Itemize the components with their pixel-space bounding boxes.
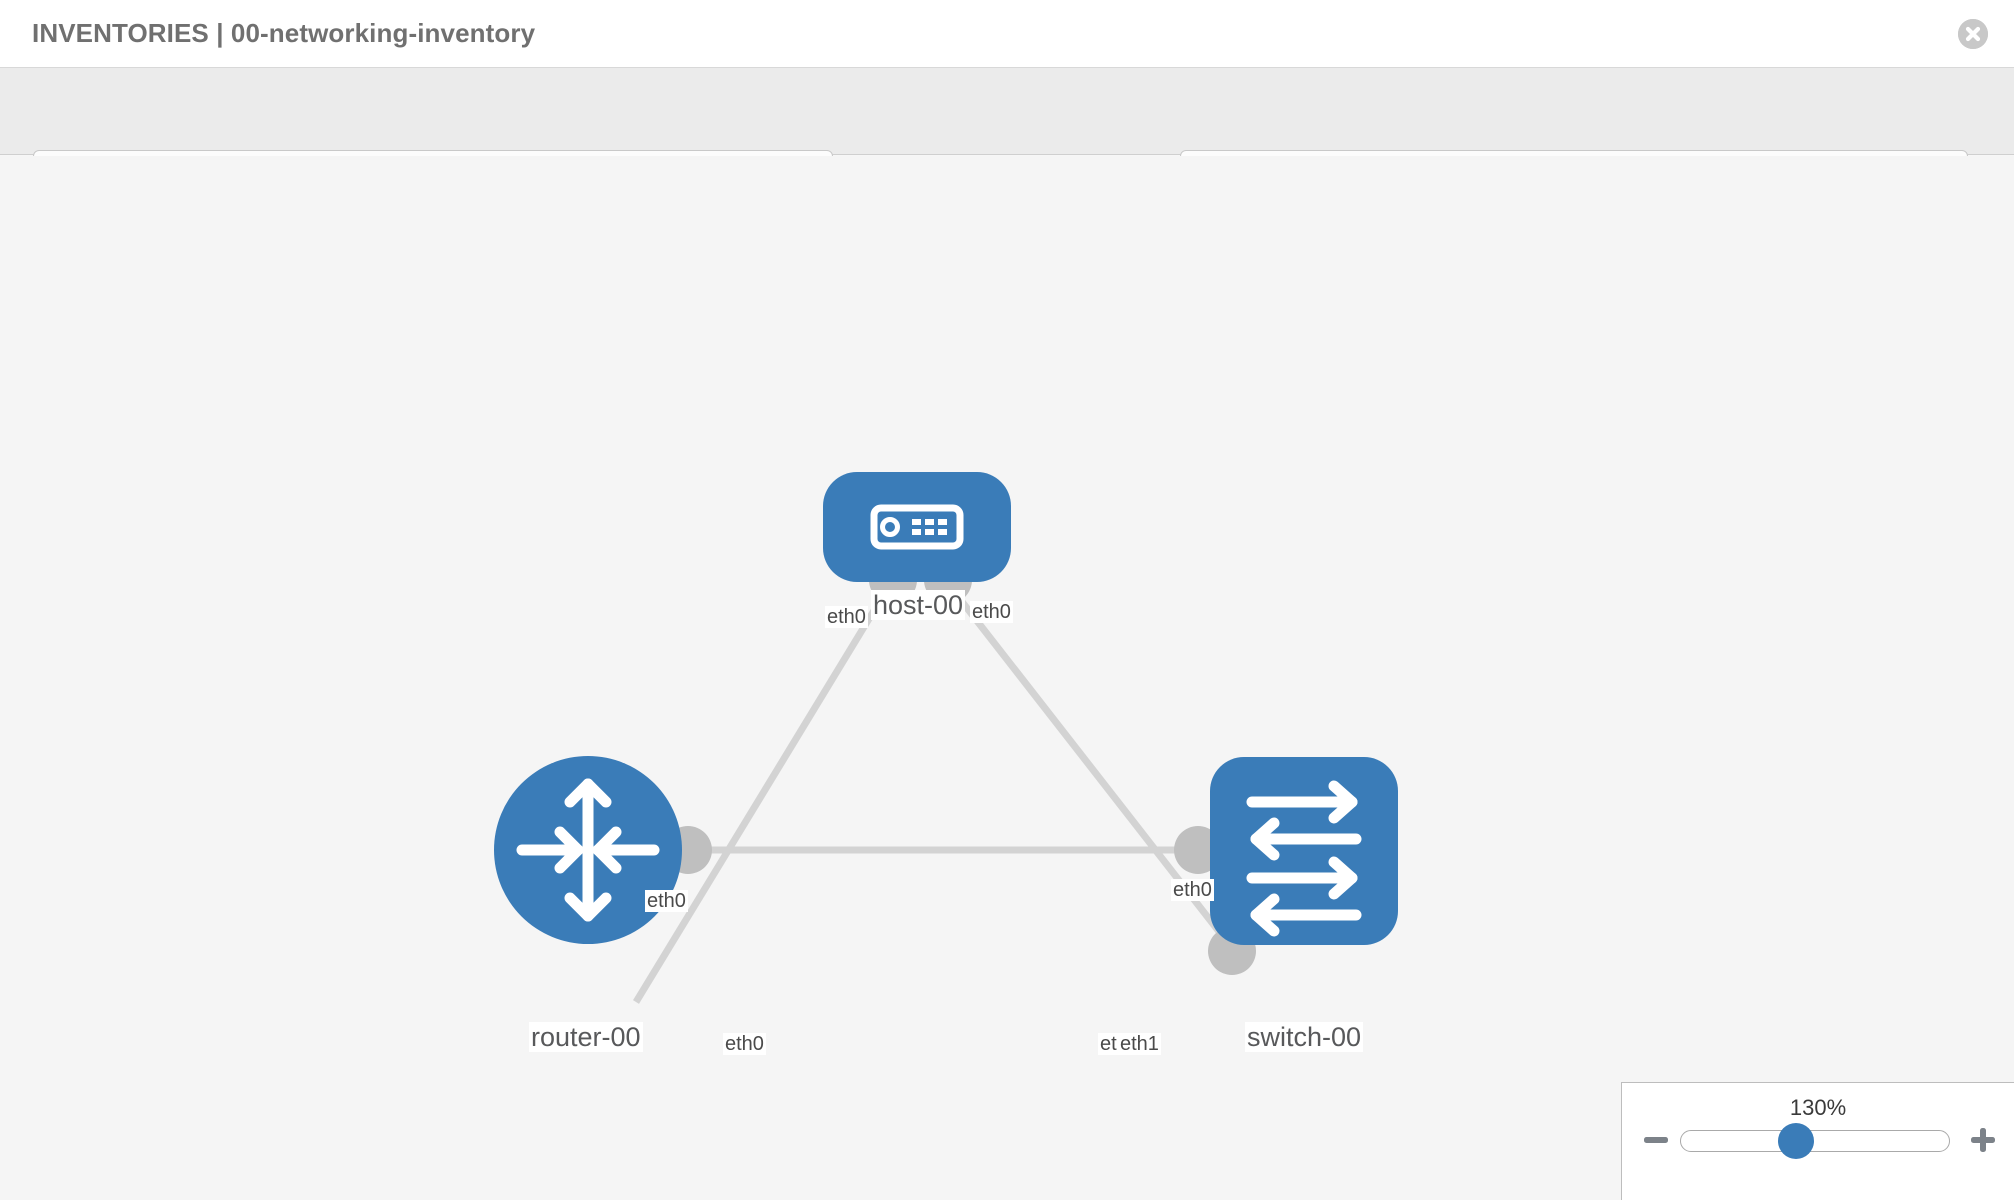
node-label-host-00: host-00	[871, 590, 966, 621]
zoom-slider-thumb[interactable]	[1778, 1123, 1814, 1159]
topology-canvas[interactable]: host-00 router-00 switch-00 eth0 eth0 et…	[0, 156, 2014, 1200]
switch-arrows-icon	[1246, 780, 1362, 937]
plus-icon[interactable]	[1968, 1125, 1998, 1155]
inventory-toolbar: ACTIONS SEARCH	[0, 68, 2014, 202]
iface-label-router-upper: eth0	[645, 890, 688, 913]
page-title: INVENTORIES | 00-networking-inventory	[32, 18, 536, 48]
node-label-switch-00: switch-00	[1245, 1022, 1364, 1053]
server-icon	[870, 504, 964, 550]
topology-graph	[494, 472, 1398, 1004]
topology-links	[633, 573, 1241, 1004]
router-arrows-icon	[516, 778, 660, 922]
node-router-00[interactable]	[494, 756, 682, 944]
node-switch-00[interactable]	[1210, 757, 1398, 945]
node-host-00[interactable]	[823, 472, 1011, 582]
iface-label-router-right: eth0	[723, 1033, 766, 1056]
iface-label-switch-upper: eth0	[1171, 879, 1214, 902]
zoom-slider-track[interactable]	[1680, 1130, 1950, 1152]
link-host-router	[633, 574, 898, 1004]
node-label-router-00: router-00	[529, 1022, 643, 1053]
minus-icon[interactable]	[1641, 1125, 1671, 1155]
iface-label-host-right: eth0	[970, 601, 1013, 624]
iface-label-host-left: eth0	[825, 606, 868, 629]
window-titlebar: INVENTORIES | 00-networking-inventory	[0, 0, 2014, 68]
zoom-control-panel: 130%	[1621, 1082, 2014, 1200]
iface-label-switch-left: eth1	[1118, 1033, 1161, 1056]
close-icon[interactable]	[1958, 19, 1988, 49]
zoom-percent-label: 130%	[1789, 1095, 1847, 1120]
